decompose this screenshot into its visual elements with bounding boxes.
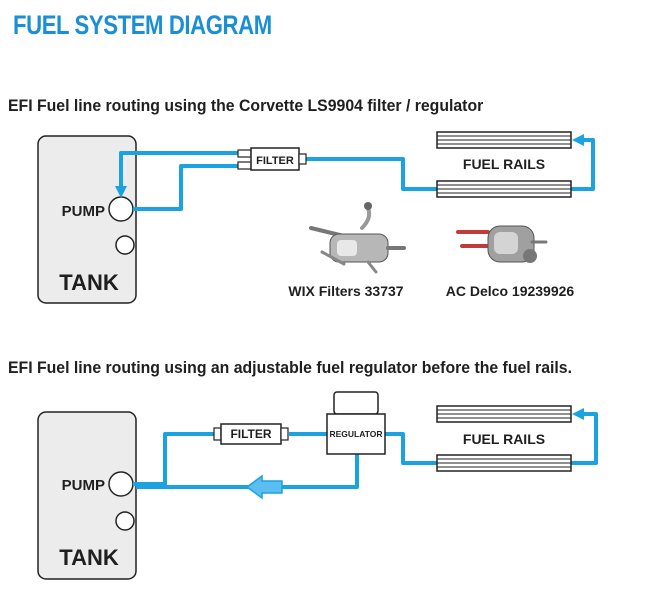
regulator-label: REGULATOR bbox=[329, 429, 382, 439]
product1-label: WIX Filters 33737 bbox=[288, 283, 403, 299]
filter-1-outlet bbox=[298, 153, 307, 165]
diagram2: TANK PUMP FILTER REGULATOR bbox=[37, 391, 598, 580]
product2-label: AC Delco 19239926 bbox=[446, 283, 575, 299]
return-port-2 bbox=[115, 511, 135, 531]
fuel-rail-2a bbox=[436, 405, 572, 423]
fuel-rail-1a bbox=[436, 131, 572, 149]
rail-loop-line-2 bbox=[571, 408, 598, 465]
return-flow-arrow bbox=[245, 474, 283, 500]
diagram1-caption: EFI Fuel line routing using the Corvette… bbox=[8, 96, 484, 115]
pump-1-label: PUMP bbox=[62, 203, 105, 220]
pump-2-label: PUMP bbox=[62, 477, 105, 494]
supply-line-1 bbox=[133, 164, 238, 211]
return-line-2 bbox=[136, 454, 359, 489]
pump-2 bbox=[108, 471, 134, 497]
supply-line-2 bbox=[133, 432, 214, 486]
return-line-1 bbox=[115, 151, 238, 198]
filter-2-inlet bbox=[213, 427, 222, 441]
wix-filter-image bbox=[309, 202, 406, 274]
fuel-rails-2-label: FUEL RAILS bbox=[463, 431, 545, 447]
filter-1-fitting-a bbox=[237, 149, 252, 158]
regulator-cap bbox=[333, 391, 379, 415]
diagram2-caption: EFI Fuel line routing using an adjustabl… bbox=[8, 358, 572, 377]
filter-2-outlet bbox=[280, 427, 289, 441]
rail-loop-line-1 bbox=[571, 134, 595, 191]
tank-1-label: TANK bbox=[59, 270, 119, 295]
filter-1-fitting-b bbox=[237, 161, 252, 170]
tank-2-label: TANK bbox=[59, 545, 119, 570]
filter-2-label: FILTER bbox=[230, 427, 271, 441]
rail-feed-line-1 bbox=[305, 157, 437, 191]
filter-1-label: FILTER bbox=[256, 155, 294, 167]
tank-1 bbox=[37, 135, 137, 304]
page-title: FUEL SYSTEM DIAGRAM bbox=[13, 10, 272, 40]
regulator bbox=[326, 413, 386, 455]
return-port-1 bbox=[115, 235, 135, 255]
fuel-rail-1b bbox=[436, 180, 572, 198]
regulator-to-rail-line bbox=[385, 432, 437, 465]
acdelco-filter-image bbox=[456, 225, 548, 263]
fuel-rails-1-label: FUEL RAILS bbox=[463, 156, 545, 172]
tank-2 bbox=[37, 411, 137, 580]
fuel-rail-2b bbox=[436, 454, 572, 472]
diagram1: TANK PUMP FILTER FUEL RAILS bbox=[37, 131, 595, 304]
pump-1 bbox=[108, 196, 134, 222]
